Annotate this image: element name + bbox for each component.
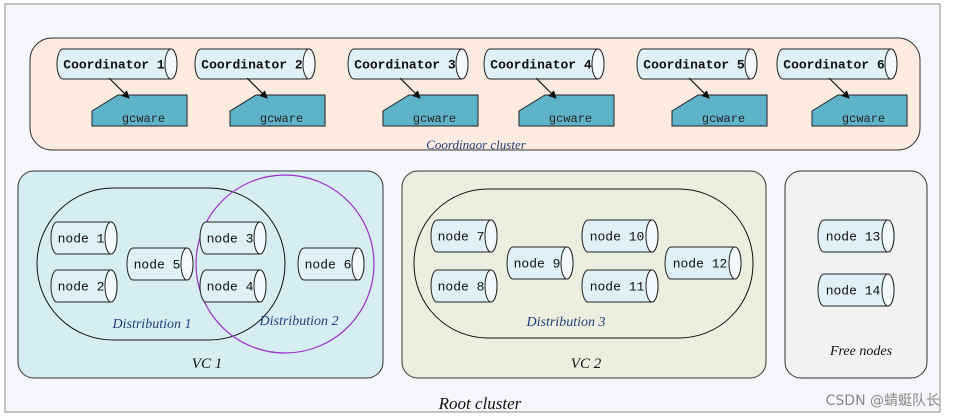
node-13-label: node 13 bbox=[826, 230, 881, 245]
coordinator-6: Coordinator 6 gcware bbox=[776, 48, 908, 127]
distribution-1-boundary bbox=[36, 187, 286, 341]
coordinator-6-cylinder-label: Coordinator 6 bbox=[783, 58, 885, 73]
gcware-box-2 bbox=[229, 94, 326, 127]
coordinator-1-cylinder: Coordinator 1 bbox=[56, 48, 178, 80]
node-5: node 5 bbox=[126, 247, 194, 281]
node-4-label: node 4 bbox=[207, 280, 254, 295]
vc2-label: VC 2 bbox=[571, 356, 602, 372]
node-14-label: node 14 bbox=[826, 284, 881, 299]
coordinator-4-cylinder-cap bbox=[591, 48, 605, 80]
node-10: node 10 bbox=[581, 219, 659, 253]
node-12: node 12 bbox=[664, 246, 742, 280]
node-10-cap bbox=[645, 219, 659, 253]
coordinator-1-arrow bbox=[108, 77, 130, 99]
node-12-cap bbox=[728, 246, 742, 280]
coordinator-2-arrow bbox=[246, 77, 268, 99]
node-11-cap bbox=[645, 269, 659, 303]
coordinator-5-arrow bbox=[688, 77, 710, 99]
node-5-label: node 5 bbox=[134, 258, 181, 273]
node-1-cap bbox=[104, 221, 118, 255]
node-9-cap bbox=[560, 246, 574, 280]
coordinator-3-cylinder: Coordinator 3 bbox=[347, 48, 469, 80]
node-1-label: node 1 bbox=[58, 232, 105, 247]
gcware-box-1 bbox=[91, 94, 188, 127]
gcware-label-6: gcware bbox=[842, 112, 885, 126]
gcware-label-1: gcware bbox=[122, 112, 165, 126]
coordinator-6-arrow bbox=[828, 77, 850, 99]
coordinator-cluster-label: Coordinaor cluster bbox=[426, 137, 526, 152]
coordinator-4-cylinder: Coordinator 4 bbox=[483, 48, 605, 80]
node-13: node 13 bbox=[817, 219, 895, 253]
coordinator-6-cylinder: Coordinator 6 bbox=[776, 48, 898, 80]
node-7: node 7 bbox=[430, 219, 498, 253]
coordinator-2-cylinder-cap bbox=[302, 48, 316, 80]
coordinator-3-cylinder-cap bbox=[455, 48, 469, 80]
root-cluster-label: Root cluster bbox=[438, 394, 522, 413]
distribution-1-label: Distribution 1 bbox=[112, 317, 192, 332]
free-nodes-label: Free nodes bbox=[829, 344, 893, 359]
node-5-cap bbox=[180, 247, 194, 281]
node-13-cap bbox=[881, 219, 895, 253]
distribution-2-boundary bbox=[195, 174, 375, 354]
gcware-box-5 bbox=[671, 94, 768, 127]
node-4: node 4 bbox=[199, 269, 267, 303]
node-11: node 11 bbox=[581, 269, 659, 303]
coordinator-6-cylinder-cap bbox=[884, 48, 898, 80]
gcware-box-6 bbox=[811, 94, 908, 127]
node-12-label: node 12 bbox=[673, 257, 728, 272]
node-3-label: node 3 bbox=[207, 232, 254, 247]
node-6-cap bbox=[351, 247, 365, 281]
node-9: node 9 bbox=[506, 246, 574, 280]
gcware-box-4 bbox=[518, 94, 615, 127]
coordinator-2-cylinder: Coordinator 2 bbox=[194, 48, 316, 80]
coordinator-1-cylinder-cap bbox=[164, 48, 178, 80]
node-14-cap bbox=[881, 273, 895, 307]
node-11-label: node 11 bbox=[590, 280, 645, 295]
watermark-text: CSDN @蜻蜓队长 bbox=[826, 393, 940, 409]
vc1-label: VC 1 bbox=[192, 356, 222, 372]
distribution-3-label: Distribution 3 bbox=[526, 315, 606, 330]
coordinator-1: Coordinator 1 gcware bbox=[56, 48, 188, 127]
node-14: node 14 bbox=[817, 273, 895, 307]
coordinator-1-cylinder-label: Coordinator 1 bbox=[63, 58, 165, 73]
coordinator-3: Coordinator 3 gcware bbox=[347, 48, 479, 127]
coordinator-5-cylinder: Coordinator 5 bbox=[636, 48, 758, 80]
gcware-box-3 bbox=[382, 94, 479, 127]
coordinator-4-cylinder-label: Coordinator 4 bbox=[490, 58, 592, 73]
node-9-label: node 9 bbox=[514, 257, 561, 272]
gcware-label-4: gcware bbox=[549, 112, 592, 126]
gcware-label-5: gcware bbox=[702, 112, 745, 126]
node-8-label: node 8 bbox=[438, 280, 485, 295]
coordinator-4-arrow bbox=[535, 77, 557, 99]
node-6-label: node 6 bbox=[305, 258, 352, 273]
node-6: node 6 bbox=[297, 247, 365, 281]
coordinator-5-cylinder-label: Coordinator 5 bbox=[643, 58, 745, 73]
node-4-cap bbox=[253, 269, 267, 303]
node-3: node 3 bbox=[199, 221, 267, 255]
node-8-cap bbox=[484, 269, 498, 303]
coordinator-3-cylinder-label: Coordinator 3 bbox=[354, 58, 456, 73]
node-7-label: node 7 bbox=[438, 230, 485, 245]
coordinator-5-cylinder-cap bbox=[744, 48, 758, 80]
gcware-label-3: gcware bbox=[413, 112, 456, 126]
node-2: node 2 bbox=[50, 269, 118, 303]
node-8: node 8 bbox=[430, 269, 498, 303]
distribution-2-label: Distribution 2 bbox=[259, 314, 339, 329]
coordinator-2-cylinder-label: Coordinator 2 bbox=[201, 58, 303, 73]
coordinator-2: Coordinator 2 gcware bbox=[194, 48, 326, 127]
node-3-cap bbox=[253, 221, 267, 255]
coordinator-5: Coordinator 5 gcware bbox=[636, 48, 768, 127]
gcware-label-2: gcware bbox=[260, 112, 303, 126]
node-2-cap bbox=[104, 269, 118, 303]
node-2-label: node 2 bbox=[58, 280, 105, 295]
node-1: node 1 bbox=[50, 221, 118, 255]
distribution-3-boundary bbox=[413, 188, 754, 339]
coordinator-3-arrow bbox=[399, 77, 421, 99]
node-7-cap bbox=[484, 219, 498, 253]
coordinator-4: Coordinator 4 gcware bbox=[483, 48, 615, 127]
node-10-label: node 10 bbox=[590, 230, 645, 245]
